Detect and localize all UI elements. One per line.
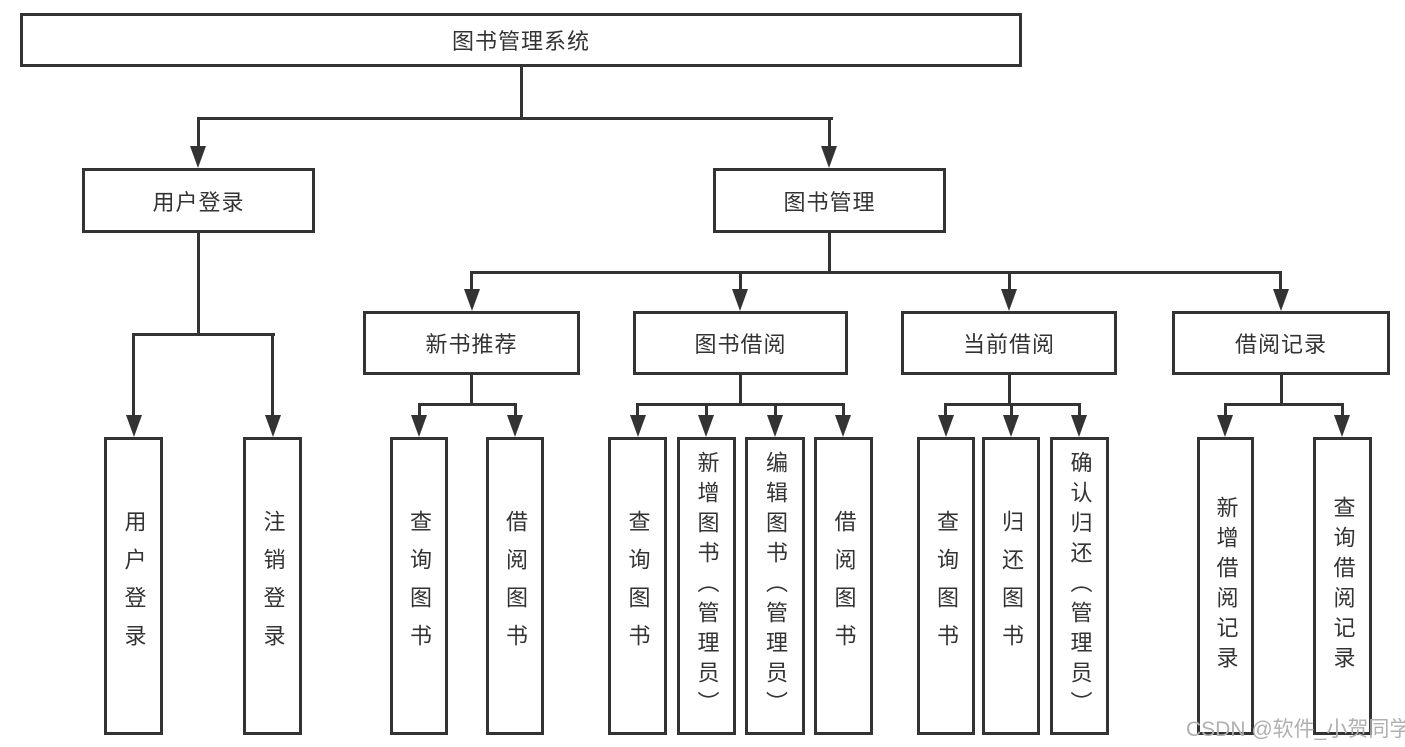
connector-line [944,403,947,417]
node-confirm-return-admin: 确认归还（管理员） [1050,437,1109,735]
node-return-books: 归还图书 [982,437,1040,735]
connector-line [1008,375,1011,405]
arrow-down-icon [190,146,206,168]
node-label: 新书推荐 [425,332,518,357]
node-label: 借阅图书 [831,510,857,662]
arrow-down-icon [126,415,142,437]
connector-line [514,403,517,417]
arrow-down-icon [1217,415,1233,437]
node-label: 新增图书（管理员） [694,451,720,721]
arrow-down-icon [630,415,646,437]
connector-line [197,117,833,120]
node-label: 查询图书 [407,510,432,662]
node-label: 归还图书 [999,510,1024,662]
connector-line [1279,271,1282,291]
node-edit-books-admin: 编辑图书（管理员） [745,437,805,735]
node-label: 查询图书 [625,510,651,662]
node-add-books-admin: 新增图书（管理员） [677,437,736,735]
node-label: 用户登录 [121,510,147,662]
arrow-down-icon [698,415,714,437]
connector-line [470,271,1282,274]
connector-line [636,403,845,406]
connector-line [132,333,135,415]
node-label: 编辑图书（管理员） [763,451,788,721]
arrow-down-icon [821,146,837,168]
node-book-mgmt: 图书管理 [713,168,946,233]
node-borrow-books-2: 借阅图书 [814,437,873,735]
node-new-book-rec: 新书推荐 [363,311,580,375]
arrow-down-icon [1273,289,1289,311]
node-current-borrow: 当前借阅 [901,311,1117,375]
connector-line [418,403,517,406]
connector-line [418,403,421,417]
node-query-books-1: 查询图书 [390,437,448,735]
connector-line [739,375,742,405]
connector-line [1008,271,1011,291]
connector-line [1224,403,1227,417]
connector-line [197,233,200,335]
node-user-login: 用户登录 [82,168,315,233]
node-label: 图书管理 [783,189,876,215]
arrow-down-icon [411,415,427,437]
node-logout-leaf: 注销登录 [243,437,302,735]
node-label: 借阅图书 [503,510,528,662]
connector-line [636,403,639,417]
connector-line [470,375,473,405]
node-borrow-records: 借阅记录 [1172,311,1390,375]
connector-line [1280,375,1283,405]
node-label: 借阅记录 [1234,332,1327,357]
node-query-books-2: 查询图书 [608,437,667,735]
node-label: 确认归还（管理员） [1067,451,1093,721]
connector-line [1341,403,1344,417]
connector-line [828,117,831,148]
arrow-down-icon [1003,415,1019,437]
connector-line [828,233,831,273]
node-label: 图书借阅 [694,332,787,357]
arrow-down-icon [835,415,851,437]
node-label: 当前借阅 [962,332,1055,357]
connector-line [470,271,473,291]
connector-line [705,403,708,417]
node-borrow-books-1: 借阅图书 [486,437,544,735]
arrow-down-icon [938,415,954,437]
connector-line [271,333,274,415]
node-book-borrow: 图书借阅 [633,311,848,375]
connector-line [1078,403,1081,417]
node-root: 图书管理系统 [20,13,1022,67]
connector-line [739,271,742,291]
arrow-down-icon [265,415,281,437]
arrow-down-icon [464,289,480,311]
node-add-borrow-record: 新增借阅记录 [1197,437,1254,735]
node-query-borrow-record: 查询借阅记录 [1313,437,1372,735]
connector-line [197,117,200,148]
connector-line [1010,403,1013,417]
node-label: 注销登录 [260,510,286,662]
arrow-down-icon [732,289,748,311]
node-label: 查询图书 [934,510,959,662]
arrow-down-icon [1334,415,1350,437]
connector-line [520,67,523,119]
watermark-text: CSDN @软件_小贺同学 [1186,718,1405,741]
node-user-login-leaf: 用户登录 [104,437,163,735]
node-label: 查询借阅记录 [1330,496,1356,676]
node-label: 用户登录 [152,189,245,215]
node-label: 新增借阅记录 [1213,496,1239,676]
arrow-down-icon [1001,289,1017,311]
arrow-down-icon [767,415,783,437]
node-query-books-3: 查询图书 [917,437,975,735]
connector-line [774,403,777,417]
connector-line [842,403,845,417]
connector-line [132,333,275,336]
arrow-down-icon [507,415,523,437]
node-root-label: 图书管理系统 [451,29,590,54]
connector-line [1224,403,1344,406]
arrow-down-icon [1071,415,1087,437]
